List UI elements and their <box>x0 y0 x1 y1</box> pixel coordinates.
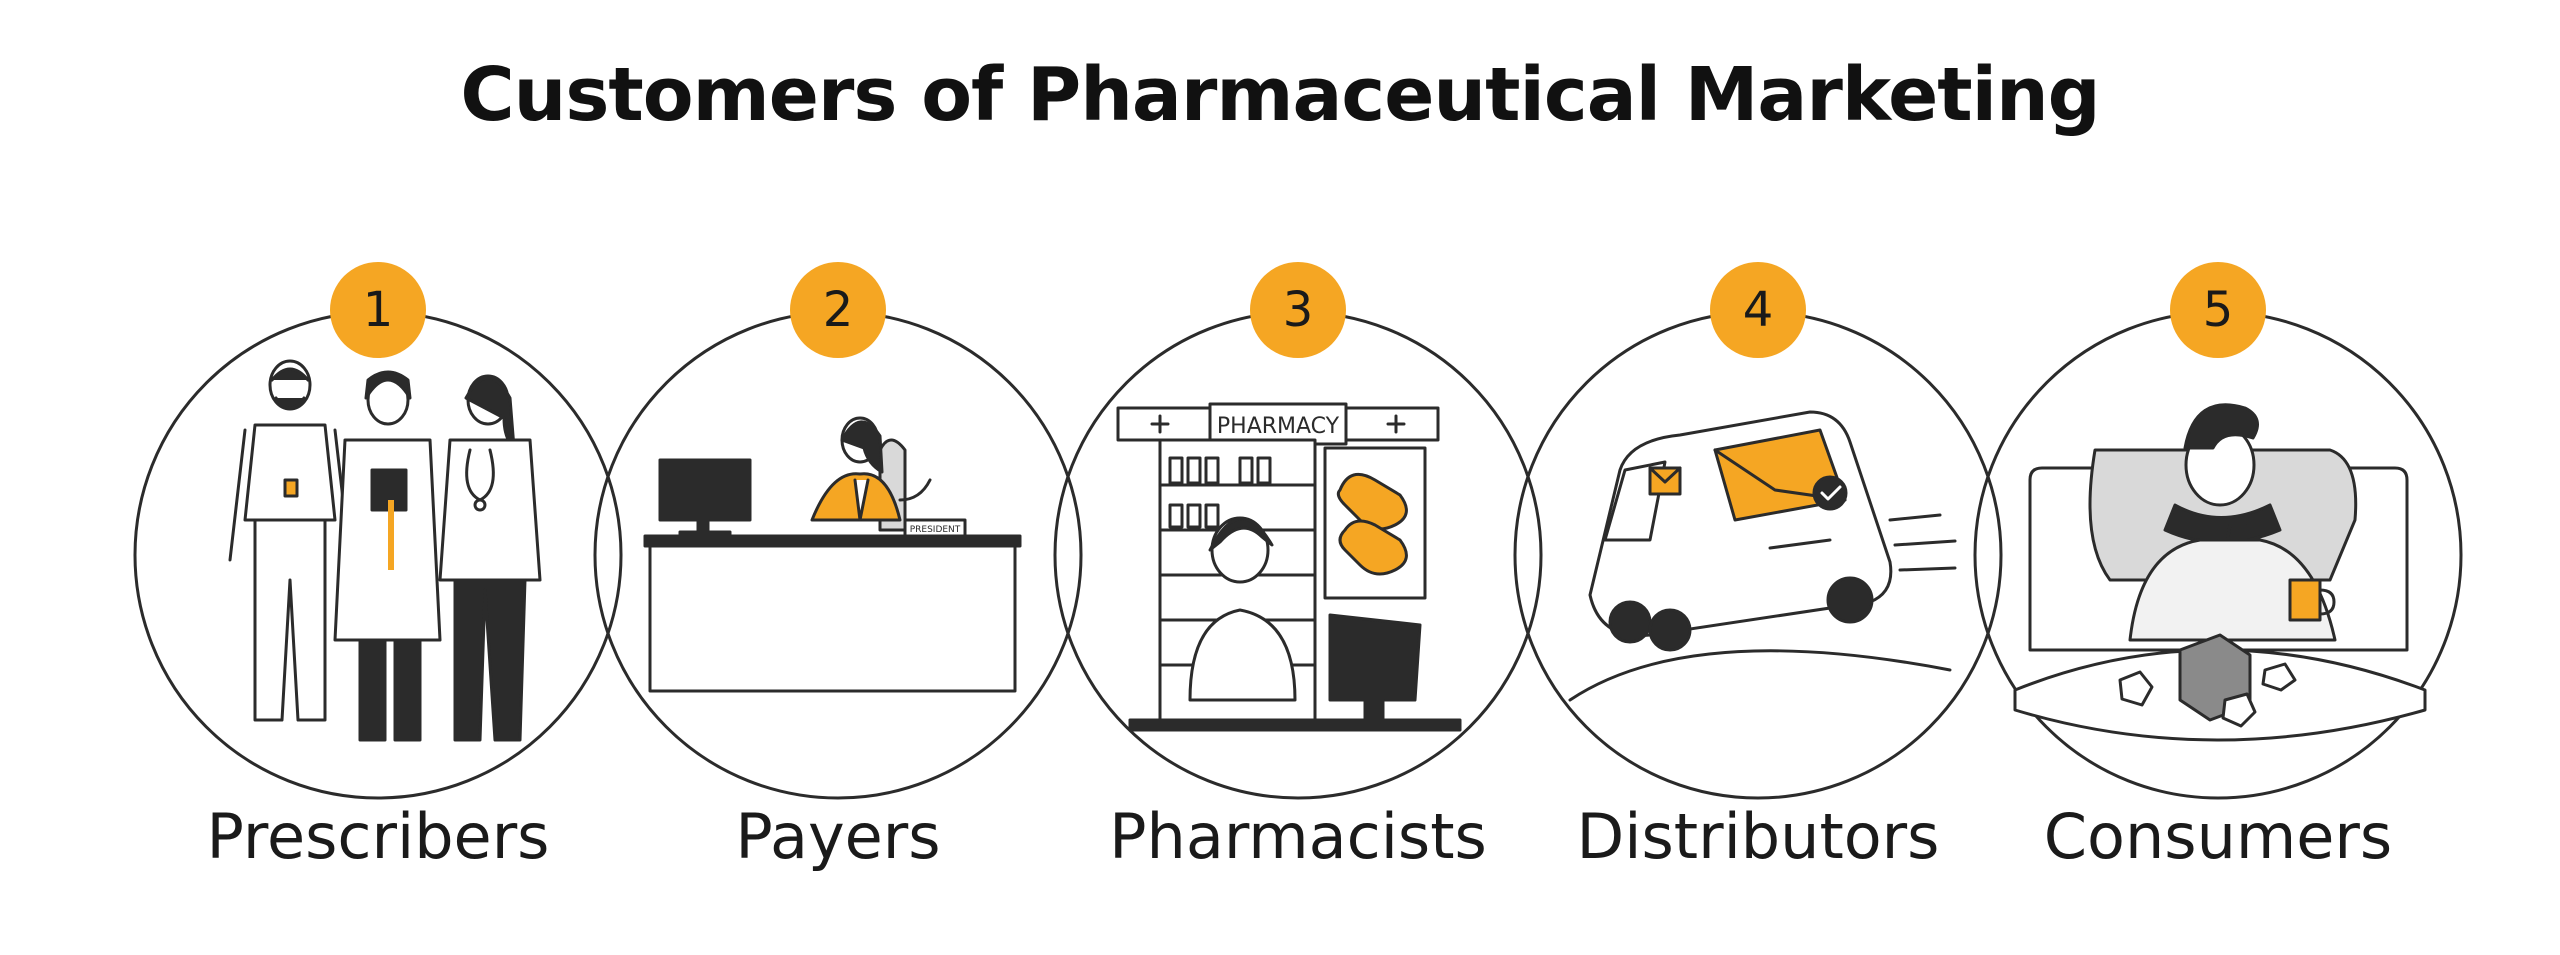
delivery-van-icon <box>1568 410 1957 702</box>
label-distributors: Distributors <box>1576 800 1940 873</box>
badge-number-3: 3 <box>1282 282 1314 338</box>
badge-4 <box>1710 262 1806 358</box>
label-prescribers: Prescribers <box>206 800 550 873</box>
badge-number-5: 5 <box>2202 282 2234 338</box>
label-consumers: Consumers <box>2043 800 2393 873</box>
page-title: Customers of Pharmaceutical Marketing <box>460 52 2100 138</box>
badge-number-1: 1 <box>362 282 394 338</box>
badge-2 <box>790 262 886 358</box>
badge-1 <box>330 262 426 358</box>
president-sign: PRESIDENT <box>910 525 961 535</box>
badge-5 <box>2170 262 2266 358</box>
label-payers: Payers <box>735 800 941 873</box>
sick-person-in-bed-icon <box>2013 403 2427 742</box>
badge-3 <box>1250 262 1346 358</box>
three-healthcare-workers-icon <box>228 359 542 742</box>
pharmacy-sign: PHARMACY <box>1217 414 1340 439</box>
label-pharmacists: Pharmacists <box>1109 800 1487 873</box>
badge-number-4: 4 <box>1742 282 1774 338</box>
badge-number-2: 2 <box>822 282 854 338</box>
pharmacist-at-counter-icon: PHARMACY <box>1116 402 1462 732</box>
woman-at-president-desk-icon: PRESIDENT <box>643 416 1022 693</box>
